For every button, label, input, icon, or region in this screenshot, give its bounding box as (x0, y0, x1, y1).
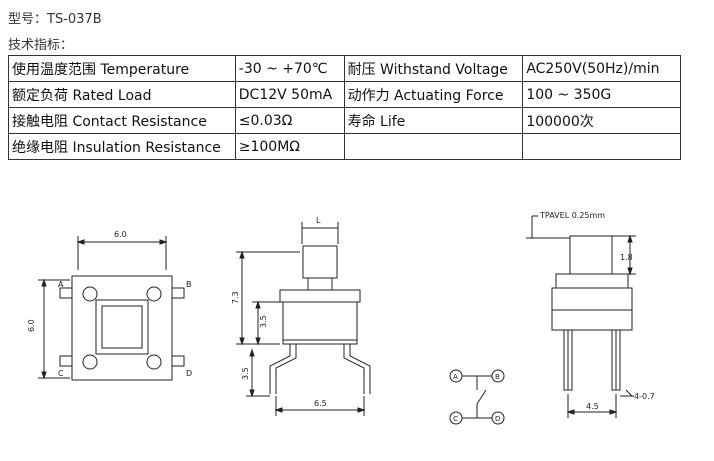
dim-top-height: 6.0 (27, 319, 36, 332)
top-view-drawing (38, 236, 185, 381)
table-row: 额定负荷 Rated Load DC12V 50mA 动作力 Actuating… (8, 81, 681, 108)
sch-label-a: A (453, 373, 458, 381)
end-view-drawing (526, 215, 636, 418)
pin-label-d: D (186, 369, 192, 378)
dim-top-width: 6.0 (114, 230, 127, 239)
dim-travel: TPAVEL 0.25mm (539, 211, 605, 220)
model-number: 型号：TS-037B (8, 12, 102, 27)
sch-label-c: C (453, 415, 458, 423)
dim-pitch: 4.5 (586, 402, 599, 411)
sch-label-d: D (495, 415, 500, 423)
dim-plunger: 1.8 (620, 253, 633, 262)
table-cell: 接触电阻 Contact Resistance (8, 107, 236, 134)
table-cell: ≤0.03Ω (234, 107, 345, 134)
table-cell: AC250V(50Hz)/min (522, 55, 681, 82)
table-cell: 绝缘电阻 Insulation Resistance (8, 133, 236, 160)
table-cell: 耐压 Withstand Voltage (343, 55, 524, 82)
dim-side-total: 7.3 (231, 291, 240, 304)
table-cell: DC12V 50mA (234, 81, 345, 108)
table-cell: 100000次 (522, 107, 681, 134)
technical-drawings: 6.0 6.0 A B C D L 7.3 3.5 3.5 6.5 TPAVEL… (27, 211, 655, 425)
spec-table: 使用温度范围 Temperature -30 ~ +70℃ 耐压 Withsta… (8, 55, 681, 160)
dim-side-leg: 3.5 (241, 367, 250, 380)
table-cell: 动作力 Actuating Force (343, 81, 524, 108)
sch-label-b: B (495, 373, 500, 381)
table-cell: 使用温度范围 Temperature (8, 55, 236, 82)
table-cell: 寿命 Life (343, 107, 524, 134)
dim-side-l: L (316, 216, 321, 225)
pin-label-b: B (186, 280, 192, 289)
side-view-drawing (236, 222, 371, 416)
dim-leg: 4-0.7 (634, 392, 655, 401)
spec-heading: 技术指标： (8, 38, 74, 53)
pin-label-c: C (58, 369, 64, 378)
switch-schematic (449, 369, 505, 425)
table-cell (522, 133, 681, 160)
dim-side-width: 6.5 (314, 399, 327, 408)
pin-label-a: A (58, 280, 64, 289)
table-row: 使用温度范围 Temperature -30 ~ +70℃ 耐压 Withsta… (8, 55, 681, 82)
table-cell: ≥100MΩ (234, 133, 345, 160)
table-cell (343, 133, 524, 160)
dim-side-body: 3.5 (259, 315, 268, 328)
table-cell: 100 ~ 350G (522, 81, 681, 108)
table-cell: 额定负荷 Rated Load (8, 81, 236, 108)
table-row: 绝缘电阻 Insulation Resistance ≥100MΩ (8, 133, 681, 160)
table-row: 接触电阻 Contact Resistance ≤0.03Ω 寿命 Life 1… (8, 107, 681, 134)
table-cell: -30 ~ +70℃ (234, 55, 345, 82)
